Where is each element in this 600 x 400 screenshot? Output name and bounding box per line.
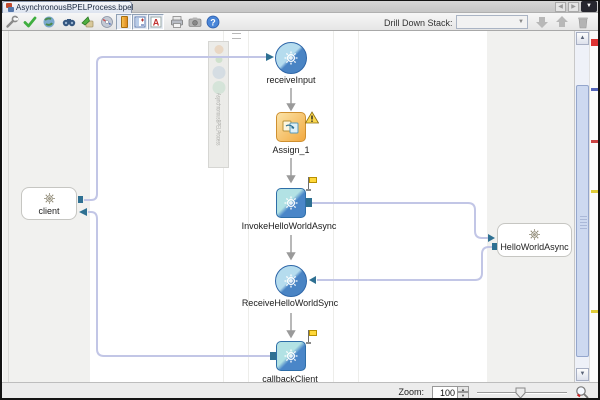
flag-icon bbox=[306, 330, 318, 344]
partnerlink-gear-icon bbox=[43, 192, 55, 204]
activity-callbackclient[interactable] bbox=[276, 341, 306, 371]
partner-lane-right bbox=[487, 31, 574, 382]
flag-icon bbox=[306, 177, 318, 191]
warning-icon bbox=[305, 111, 319, 124]
validate-check-icon[interactable] bbox=[23, 15, 37, 29]
toggle-design-icon[interactable] bbox=[132, 14, 148, 30]
zoom-spinner: 100 ▲▼ bbox=[432, 385, 469, 399]
binoculars-icon[interactable] bbox=[62, 15, 76, 29]
activity-invoke[interactable] bbox=[276, 188, 306, 218]
collapse-handle[interactable] bbox=[232, 33, 241, 39]
drill-down-stack-label: Drill Down Stack: bbox=[384, 18, 453, 28]
gear-icon bbox=[284, 349, 298, 363]
partnerlink-helloworldasync[interactable]: HelloWorldAsync bbox=[497, 223, 572, 257]
error-marker[interactable] bbox=[591, 140, 598, 143]
zoom-increase-button[interactable]: ▲ bbox=[458, 385, 469, 392]
label-assign: Assign_1 bbox=[272, 145, 310, 155]
svg-text:A: A bbox=[153, 18, 160, 28]
magnifier-icon[interactable] bbox=[575, 385, 590, 399]
zoom-slider[interactable] bbox=[477, 386, 567, 399]
activity-assign[interactable] bbox=[276, 112, 306, 142]
tab-scroll-left-button[interactable]: ◀ bbox=[555, 1, 566, 12]
swirl-icon bbox=[212, 81, 225, 94]
vertical-scrollbar[interactable]: ▲ ▼ bbox=[574, 31, 589, 382]
add-icon bbox=[215, 56, 222, 63]
drill-up-icon[interactable] bbox=[555, 15, 569, 29]
loop-icon bbox=[212, 66, 225, 79]
trash-icon[interactable] bbox=[576, 15, 590, 29]
scroll-up-button[interactable]: ▲ bbox=[576, 32, 589, 45]
status-bar: Zoom: 100 ▲▼ bbox=[0, 382, 600, 400]
tab-bpel-file[interactable]: AsynchronousBPELProcess.bpel bbox=[2, 1, 134, 13]
globe-icon[interactable] bbox=[42, 15, 56, 29]
zoom-decrease-button[interactable]: ▼ bbox=[458, 392, 469, 399]
assign-icon bbox=[282, 120, 299, 134]
label-invoke: InvokeHelloWorldAsync bbox=[241, 221, 337, 231]
make-icon[interactable] bbox=[81, 15, 95, 29]
connector-client-to-receiveinput bbox=[84, 56, 266, 201]
label-receivehelloworldsync: ReceiveHelloWorldSync bbox=[241, 298, 339, 308]
error-stripe bbox=[589, 31, 598, 382]
port-client-right bbox=[78, 196, 83, 203]
error-marker[interactable] bbox=[591, 39, 598, 46]
toggle-history-icon[interactable]: A bbox=[148, 14, 164, 30]
scroll-down-button[interactable]: ▼ bbox=[576, 368, 589, 381]
label-helloworldasync: HelloWorldAsync bbox=[500, 242, 569, 252]
zoom-slider-thumb[interactable] bbox=[515, 387, 526, 399]
partnerlink-client[interactable]: client bbox=[21, 187, 77, 220]
warning-marker[interactable] bbox=[591, 310, 598, 313]
scope-icon bbox=[214, 45, 223, 54]
drill-down-stack-combo[interactable]: ▼ bbox=[456, 15, 528, 29]
toggle-source-icon[interactable] bbox=[116, 14, 132, 30]
camera-icon[interactable] bbox=[188, 15, 202, 29]
partnerlink-gear-icon bbox=[529, 229, 540, 240]
label-receiveinput: receiveInput bbox=[266, 75, 316, 85]
activity-receiveinput[interactable] bbox=[275, 42, 307, 74]
port-callback-left bbox=[270, 352, 276, 360]
drill-down-icon[interactable] bbox=[535, 15, 549, 29]
gear-icon bbox=[284, 196, 298, 210]
process-diagram-canvas[interactable]: AsynchronousBPELProcess bbox=[0, 31, 600, 382]
zoom-label: Zoom: bbox=[398, 387, 424, 397]
activity-receivehelloworldsync[interactable] bbox=[275, 265, 307, 297]
warning-marker[interactable] bbox=[591, 190, 598, 193]
connector-helloworld-to-receive bbox=[317, 246, 493, 281]
gear-icon bbox=[284, 274, 298, 288]
document-tab-bar: AsynchronousBPELProcess.bpel ◀ ▶ ▼ bbox=[0, 0, 600, 13]
collapsed-scope-tab[interactable] bbox=[208, 41, 229, 168]
help-icon[interactable]: ? bbox=[206, 15, 220, 29]
tab-title: AsynchronousBPELProcess.bpel bbox=[16, 3, 134, 12]
scrollbar-thumb[interactable] bbox=[576, 85, 589, 357]
bpel-process-icon bbox=[6, 3, 14, 12]
info-marker[interactable] bbox=[591, 88, 598, 91]
connector-callbackclient-to-client bbox=[88, 211, 272, 357]
connector-invoke-to-helloworld bbox=[312, 202, 488, 239]
zoom-value[interactable]: 100 bbox=[432, 385, 458, 399]
port-invoke-right bbox=[306, 198, 312, 207]
tab-scroll-buttons: ◀ ▶ ▼ bbox=[555, 1, 597, 12]
label-client: client bbox=[38, 205, 60, 216]
svg-text:?: ? bbox=[210, 18, 216, 28]
connector-layer bbox=[79, 53, 495, 357]
wrench-icon[interactable] bbox=[5, 15, 19, 29]
disc-icon[interactable] bbox=[100, 15, 114, 29]
printer-icon[interactable] bbox=[170, 15, 184, 29]
tab-list-button[interactable]: ▼ bbox=[581, 1, 597, 12]
label-callbackclient: callbackClient bbox=[262, 374, 318, 382]
gear-icon bbox=[284, 51, 298, 65]
port-helloworld-left bbox=[492, 243, 497, 250]
designer-toolbar: A ? Drill Down Stack: ▼ bbox=[0, 13, 600, 31]
tab-scroll-right-button[interactable]: ▶ bbox=[568, 1, 579, 12]
